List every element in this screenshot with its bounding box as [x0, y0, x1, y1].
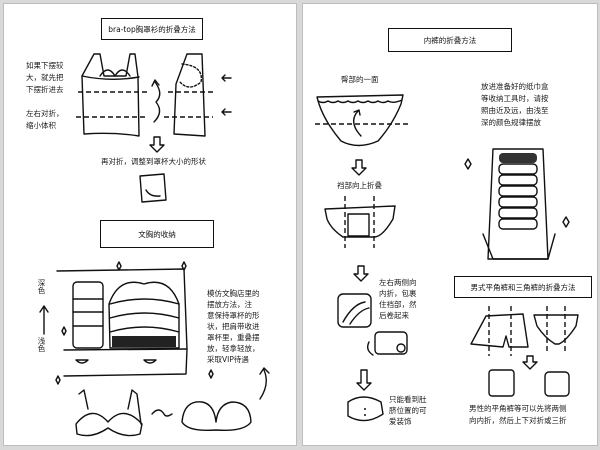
result-note-line: 只能看到肚 [389, 395, 427, 404]
fold-note-line: 左右对折， [26, 109, 64, 118]
hem-note-line: 下摆折进去 [26, 85, 64, 94]
right-page-illustrations [315, 94, 579, 422]
curly-arrow-icon [153, 81, 161, 123]
bra-note-line: 摆放方法，注 [207, 300, 252, 309]
bra-note-line: 模仿文胸店里的 [207, 289, 260, 298]
down-arrow-icon [351, 159, 367, 176]
panties-side-fold-drawing [337, 293, 372, 328]
panties-drawing [316, 94, 404, 147]
storage-note-line: 等收纳工具时，请按 [481, 94, 549, 103]
bra-note-line: 状，把肩带收进 [207, 322, 260, 331]
sparkle-icon [464, 158, 570, 228]
mens-note-line: 男性的平角裤等可以先将两侧 [469, 404, 567, 413]
bra-note-line: 放，轻拿轻放， [207, 344, 260, 353]
bra-note-line: 采取VIP待遇 [207, 355, 249, 364]
underwear-storage-box-drawing [482, 148, 556, 260]
camisole-front-drawing [81, 53, 140, 137]
storage-note-line: 照由近及远，由浅至 [481, 106, 549, 115]
dark-color-label: 深色 [37, 279, 46, 294]
hem-note-line: 大，就先把 [26, 73, 64, 82]
bra-drawing [75, 389, 143, 437]
result-note-line: 爱装饰 [389, 417, 412, 426]
panties-rolled-drawing [366, 331, 408, 356]
crotch-fold-label: 裆部向上折叠 [337, 181, 382, 190]
down-arrow-icon [353, 265, 369, 282]
down-arrow-icon [522, 355, 538, 370]
folded-square-drawing [139, 173, 167, 203]
arrow-left-icon [221, 108, 232, 116]
folded-briefs-drawing [544, 371, 570, 397]
side-fold-note-line: 住裆部，然 [379, 300, 417, 309]
refold-note: 再对折，调整到罩杯大小的形状 [101, 157, 206, 166]
light-color-label: 浅色 [37, 337, 46, 352]
side-fold-note-line: 后卷起来 [379, 311, 409, 320]
panties-rolled-result-drawing [347, 396, 384, 422]
down-arrow-icon [149, 136, 165, 153]
camisole-folded-drawing [173, 53, 206, 137]
curved-arrow-icon [259, 367, 270, 400]
briefs-drawing [533, 314, 579, 345]
bratop-title-label: bra-top胸罩衫的折叠方法 [101, 18, 203, 40]
result-note-line: 脐位置的可 [389, 406, 427, 415]
mens-note-line: 向内折，然后上下对折或三折 [469, 416, 567, 425]
curved-arrow-icon [151, 409, 173, 417]
storage-note-line: 深的颜色规律摆放 [481, 118, 541, 127]
folded-bra-drawing [181, 401, 252, 432]
storage-note-line: 放进准备好的纸巾盒 [481, 82, 549, 91]
right-page: 内裤的折叠方法 臀部的一面 放进准备好的纸巾盒 等收纳工具时，请按 照由近及远，… [302, 3, 598, 446]
sparkle-icon [55, 261, 214, 385]
hem-note-line: 如果下摆较 [26, 61, 64, 70]
side-fold-note-line: 内折，包裹 [379, 289, 417, 298]
boxers-drawing [470, 313, 529, 348]
bra-note-line: 意保持罩杯的形 [207, 311, 260, 320]
hip-side-label: 臀部的一面 [341, 75, 379, 84]
left-page-illustrations [39, 53, 270, 437]
bra-note-line: 罩杯里，重叠摆 [207, 333, 260, 342]
fold-note-line: 缩小体积 [26, 121, 56, 130]
folded-boxers-drawing [488, 369, 515, 397]
arrow-up-icon [39, 305, 49, 335]
down-arrow-icon [356, 369, 372, 391]
panties-title-label: 内裤的折叠方法 [388, 28, 512, 52]
arrow-left-icon [221, 74, 232, 82]
mens-title-label: 男式平角裤和三角裤的折叠方法 [454, 276, 592, 298]
panties-crotch-folded-drawing [324, 205, 396, 238]
left-page: bra-top胸罩衫的折叠方法 如果下摆较 大，就先把 下摆折进去 左右对折， … [3, 3, 297, 446]
bra-storage-title-label: 文胸的收纳 [100, 220, 214, 248]
side-fold-note-line: 左右两侧向 [379, 278, 417, 287]
bra-storage-box-drawing [56, 268, 188, 377]
